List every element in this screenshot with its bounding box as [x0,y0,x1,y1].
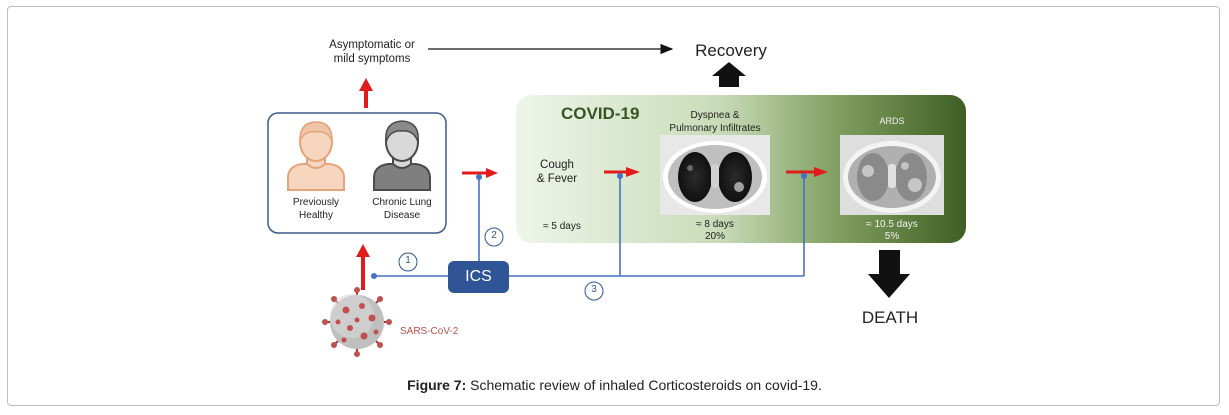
stage-3-rate: 5% [884,231,900,242]
caption-text: Schematic review of inhaled Corticostero… [466,377,822,393]
arrow-virus-to-patients [356,244,370,290]
marker-3: 3 [591,284,597,295]
stage-3-duration: ≈ 10.5 days [866,219,918,230]
ics-label: ICS [465,268,492,285]
virus-label: SARS-CoV-2 [400,326,459,337]
stage-1-symptom: Cough & Fever [536,159,578,186]
ct-scan-ards-image [840,135,944,215]
ics-box [448,261,509,293]
marker-3-circle [584,281,604,301]
asymptomatic-label: Asymptomatic or mild symptoms [329,39,415,66]
death-label: DEATH [861,308,919,327]
marker-1-circle [398,252,418,272]
arrow-patients-to-covid [462,168,498,178]
stage-2-rate: 20% [704,231,725,242]
healthy-person-icon [287,121,345,191]
stage-2-label: Dyspnea & Pulmonary Infiltrates [669,110,761,134]
recovery-label: Recovery [695,41,767,60]
virus-icon [322,287,392,357]
covid-title: COVID-19 [561,104,640,123]
block-arrow-death [868,250,910,298]
caption-prefix: Figure 7: [407,377,467,393]
patient-healthy-label: Previously Healthy [292,197,340,221]
ics-line-dots [371,173,807,279]
figure-caption: Figure 7: Schematic review of inhaled Co… [0,377,1229,393]
marker-1: 1 [405,255,411,266]
marker-2: 2 [491,230,497,241]
patient-chronic-label: Chronic Lung Disease [372,197,432,221]
ct-scan-dyspnea-image [660,135,770,215]
marker-2-circle [484,227,504,247]
stage-3-label: ARDS [879,116,905,126]
arrow-to-asymptomatic [359,78,373,108]
chronic-person-icon [373,120,431,191]
arrow-cough-to-dyspnea [604,167,640,177]
stage-1-duration: ≈ 5 days [543,221,581,232]
ics-lines [374,176,805,277]
figure-frame [7,6,1220,406]
block-arrow-recovery [712,62,746,87]
stage-2-duration: ≈ 8 days [696,219,734,230]
arrow-dyspnea-to-ards [786,167,828,177]
